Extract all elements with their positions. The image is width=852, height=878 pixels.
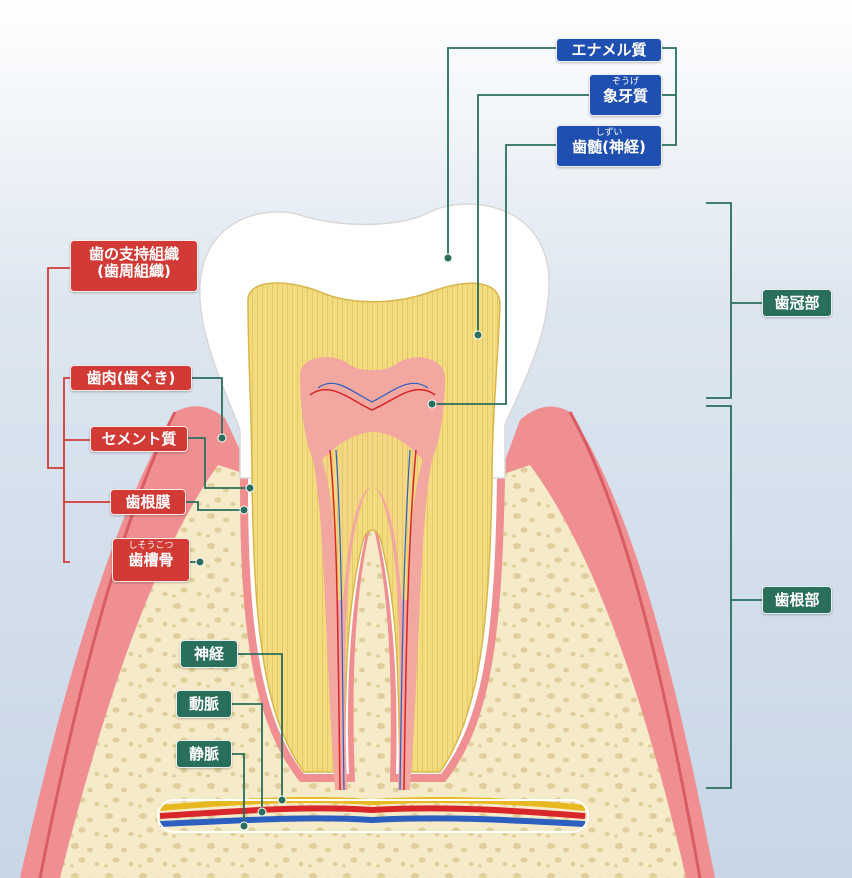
label-dentin-text: 象牙質 xyxy=(602,87,648,105)
label-gum-text: 歯肉(歯ぐき) xyxy=(86,369,176,387)
label-support-tissue: 歯の支持組織 (歯周組織) xyxy=(70,240,198,292)
label-pulp-ruby: しずい xyxy=(595,128,623,138)
label-nerve: 神経 xyxy=(180,640,238,668)
label-gum: 歯肉(歯ぐき) xyxy=(70,365,192,391)
label-root-text: 歯根部 xyxy=(774,591,820,609)
marker-dentin xyxy=(473,330,483,340)
label-support-line2: (歯周組織) xyxy=(97,262,171,281)
marker-enamel xyxy=(443,253,453,263)
marker-bone xyxy=(195,557,205,567)
label-cementum: セメント質 xyxy=(90,426,188,452)
marker-vein xyxy=(239,821,249,831)
label-support-line1: 歯の支持組織 xyxy=(88,245,179,263)
label-crown: 歯冠部 xyxy=(762,289,832,317)
marker-cementum xyxy=(245,483,255,493)
label-bone-text: 歯槽骨 xyxy=(128,551,174,569)
label-cementum-text: セメント質 xyxy=(101,430,177,448)
label-root: 歯根部 xyxy=(762,586,832,614)
label-enamel: エナメル質 xyxy=(556,38,662,62)
label-pulp: しずい 歯髄(神経) xyxy=(556,125,662,167)
marker-nerve xyxy=(277,795,287,805)
pulp-vessels xyxy=(309,388,436,411)
label-ligament-text: 歯根膜 xyxy=(125,493,171,511)
label-dentin: ぞうげ 象牙質 xyxy=(589,74,662,116)
nerve-vessel xyxy=(159,797,586,811)
label-crown-text: 歯冠部 xyxy=(774,294,820,312)
label-dentin-ruby: ぞうげ xyxy=(611,77,639,87)
artery-vessel xyxy=(159,805,586,819)
label-vein-text: 静脈 xyxy=(188,745,219,763)
label-ligament: 歯根膜 xyxy=(110,489,186,515)
label-enamel-text: エナメル質 xyxy=(571,41,647,59)
label-artery-text: 動脈 xyxy=(188,695,219,713)
label-bone-ruby: しそうこつ xyxy=(128,541,174,551)
marker-pulp xyxy=(427,399,437,409)
label-artery: 動脈 xyxy=(176,690,232,718)
label-pulp-text: 歯髄(神経) xyxy=(572,138,646,156)
alveolar-bone xyxy=(60,465,258,878)
inner-dentin xyxy=(322,432,423,600)
label-bone: しそうこつ 歯槽骨 xyxy=(112,538,190,582)
marker-artery xyxy=(257,807,267,817)
vein-vessel xyxy=(159,815,586,827)
label-vein: 静脈 xyxy=(176,740,232,768)
marker-gum xyxy=(217,433,227,443)
marker-ligament xyxy=(239,505,249,515)
leader-lines xyxy=(186,47,762,826)
label-nerve-text: 神経 xyxy=(193,645,224,663)
